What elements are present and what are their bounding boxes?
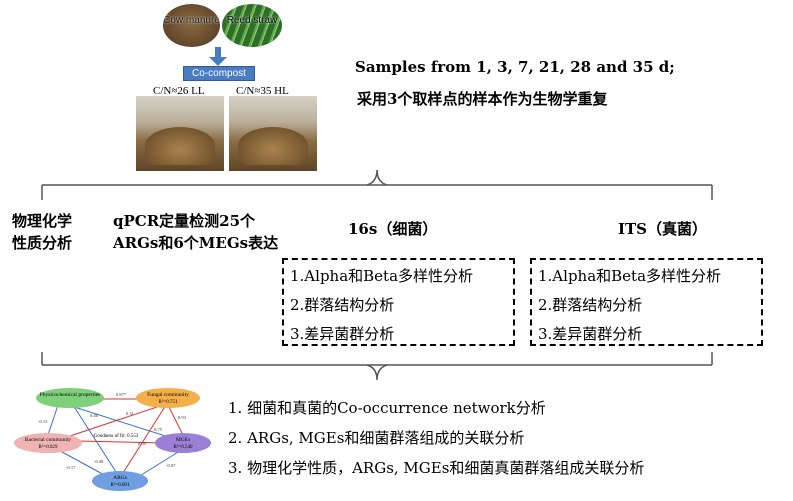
bacteria-analysis-box: 1.Alpha和Beta多样性分析 2.群落结构分析 3.差异菌群分析 <box>282 258 515 346</box>
network-edge <box>122 404 167 474</box>
compost-pile-hl-photo <box>229 96 317 171</box>
edge-weight: -0.07 <box>166 463 176 468</box>
fungi-analysis-item: 3.差异菌群分析 <box>538 325 643 343</box>
reed-straw-image: Reed straw <box>222 4 282 47</box>
bottom-bracket-tip <box>366 364 388 381</box>
physchem-line-2: 性质分析 <box>12 234 73 252</box>
args-node-label: ARGs <box>113 475 127 481</box>
fungal-node-label: Fungal community <box>147 392 189 398</box>
pile-hl-label: C/N≈35 HL <box>236 85 289 97</box>
qpcr-line-1: qPCR定量检测25个 <box>113 212 256 230</box>
network-edge <box>77 440 164 444</box>
bacterial-node <box>14 433 82 453</box>
mges-node <box>155 433 211 453</box>
fungi-analysis-item: 2.群落结构分析 <box>538 296 643 314</box>
reed-straw-label: Reed straw <box>226 15 278 26</box>
fungi-analysis-box: 1.Alpha和Beta多样性分析 2.群落结构分析 3.差异菌群分析 <box>530 258 763 346</box>
edge-weight: -0.17 <box>66 465 76 470</box>
edge-weight: 0.31 <box>126 411 134 416</box>
edge-weight: 0.50 <box>138 441 147 446</box>
network-edge <box>47 404 59 436</box>
goodness-of-fit-label: Goodness of fit: 0.553 <box>94 434 139 439</box>
edge-weight: 0.87* <box>116 392 127 397</box>
edge-weight: 0.46 <box>90 413 99 418</box>
fungi-analysis-item: 1.Alpha和Beta多样性分析 <box>538 267 722 285</box>
integrated-analysis-item: 1. 细菌和真菌的Co-occurrence network分析 <box>228 399 546 417</box>
physchem-line-1: 物理化学 <box>12 212 73 230</box>
bacteria-analysis-item: 2.群落结构分析 <box>290 296 395 314</box>
integrated-analysis-item: 3. 物理化学性质，ARGs, MGEs和细菌真菌群落组成关联分析 <box>228 459 645 477</box>
args-node <box>92 471 148 491</box>
pile-ll-label: C/N≈26 LL <box>153 85 205 97</box>
network-edge <box>67 404 179 441</box>
edge-weight: -0.13 <box>38 419 48 424</box>
fungi-category: ITS（真菌） <box>618 220 708 238</box>
args-node-r2: R²=0.801 <box>111 482 130 488</box>
correlation-network-diagram: Physicochemical properties Fungal commun… <box>14 388 211 491</box>
bacterial-node-r2: R²=0.829 <box>39 444 58 450</box>
physchem-node-label: Physicochemical properties <box>40 392 101 398</box>
bacteria-category: 16s（细菌） <box>348 220 438 238</box>
edge-weight: 0.75 <box>154 427 163 432</box>
compost-pile-ll-photo <box>136 96 224 171</box>
network-edge <box>137 448 184 478</box>
cow-manure-image: Cow manure <box>163 4 220 47</box>
qpcr-category: qPCR定量检测25个 ARGs和6个MEGs表达 <box>113 210 278 254</box>
replicate-text: 采用3个取样点的样本作为生物学重复 <box>357 90 608 108</box>
physchem-node <box>36 388 104 408</box>
network-edge <box>167 404 184 436</box>
cow-manure-label: Cow manure <box>163 15 220 26</box>
merge-arrow-head <box>209 57 227 66</box>
bacteria-analysis-item: 1.Alpha和Beta多样性分析 <box>290 267 474 285</box>
network-edge <box>57 404 164 441</box>
bacteria-analysis-item: 3.差异菌群分析 <box>290 325 395 343</box>
integrated-analysis-item: 2. ARGs, MGEs和细菌群落组成的关联分析 <box>228 429 525 447</box>
fungal-node <box>136 388 200 408</box>
sampling-days-text: Samples from 1, 3, 7, 21, 28 and 35 d; <box>355 58 675 76</box>
mges-node-r2: R²=0.540 <box>174 444 193 450</box>
bacterial-node-label: Bacterial community <box>25 437 72 443</box>
fungal-node-r2: R²=0.751 <box>159 399 178 405</box>
qpcr-line-2: ARGs和6个MEGs表达 <box>113 234 279 252</box>
network-edge <box>72 404 119 476</box>
edge-weight: 0.93 <box>178 415 187 420</box>
mges-node-label: MGEs <box>176 437 190 443</box>
edge-weight: -0.48 <box>94 459 104 464</box>
co-compost-box: Co-compost <box>183 66 255 81</box>
physchem-category: 物理化学 性质分析 <box>12 210 72 254</box>
top-bracket-tip <box>366 169 388 186</box>
